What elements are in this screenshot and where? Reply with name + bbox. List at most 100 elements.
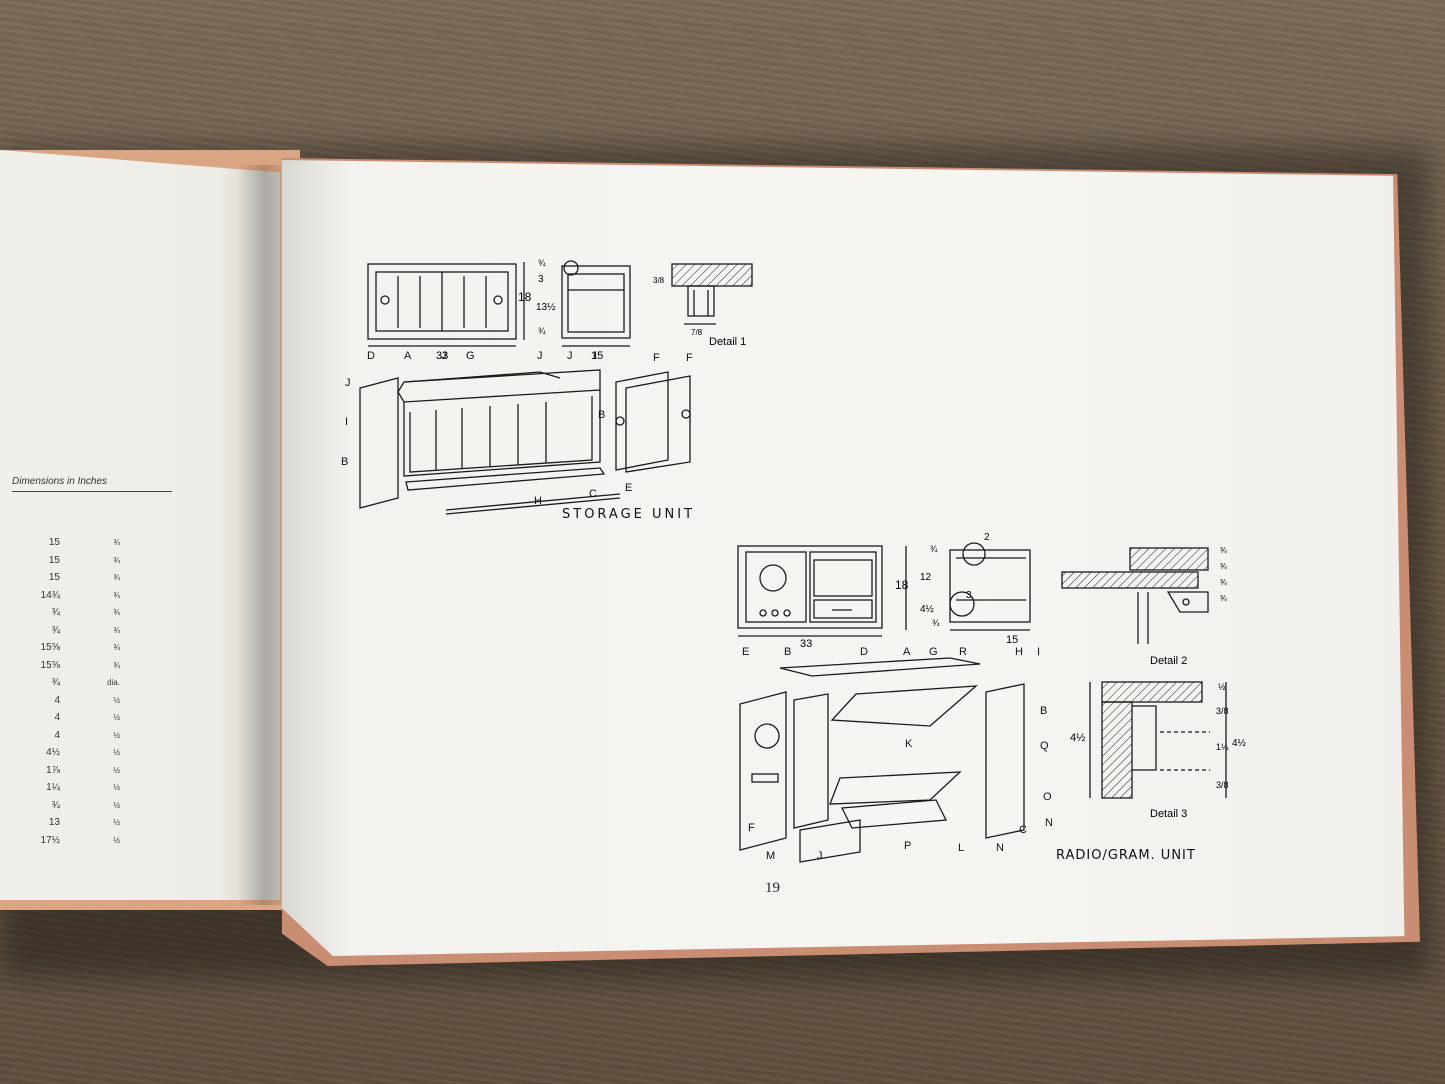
dimension-thickness: ½ xyxy=(113,765,120,775)
detail-3-drawing xyxy=(1101,681,1203,703)
detail-3-label: Detail 3 xyxy=(1150,808,1188,820)
part-letter: G xyxy=(929,646,938,658)
part-letter: E xyxy=(625,482,633,494)
part-letter: I xyxy=(1037,646,1041,658)
part-letter: O xyxy=(1043,791,1052,803)
part-letter: D xyxy=(860,646,868,658)
radio-turntable-shelf xyxy=(830,685,978,727)
radio-side-panel-right xyxy=(985,683,1025,839)
part-letter: R xyxy=(959,646,967,658)
detail-2-dim: ¾ xyxy=(1220,578,1227,587)
dimension-thickness: ¾ xyxy=(113,643,120,652)
dimension-length: 15⅝ xyxy=(40,659,60,671)
dimension-length: 15⅝ xyxy=(40,642,60,653)
part-letter: B xyxy=(341,456,349,468)
dimension-thickness: ¾ xyxy=(113,555,120,565)
dimension-length: 4 xyxy=(54,694,60,706)
part-letter: D xyxy=(367,350,375,362)
dimension-thickness: dia. xyxy=(107,678,120,687)
storage-depth-dim: 15 xyxy=(591,350,604,362)
radio-unit-caption: RADIO/GRAM. UNIT xyxy=(1056,848,1196,863)
storage-door-right xyxy=(625,375,691,473)
dimension-row: 1¼ ½ xyxy=(0,782,120,793)
part-letter: H xyxy=(534,495,542,507)
part-letter: F xyxy=(748,822,755,834)
dimension-length: 17½ xyxy=(40,834,60,846)
dimension-row: ¾ dia. xyxy=(0,677,120,688)
part-letter: I xyxy=(594,350,598,362)
radio-height-dim: 18 xyxy=(895,578,909,592)
radio-width-dim: 33 xyxy=(800,638,813,650)
part-letter: Q xyxy=(1040,740,1049,752)
storage-side-panel-left xyxy=(359,377,399,509)
dimension-length: 15 xyxy=(48,554,60,566)
storage-door-left xyxy=(615,371,669,471)
dimension-length: ¾ xyxy=(51,677,60,688)
dimension-row: 15⅝ ¾ xyxy=(0,660,120,671)
dimension-length: 15 xyxy=(48,537,60,548)
dimension-length: ¾ xyxy=(51,624,60,636)
radio-dim-a: ¾ xyxy=(930,544,938,554)
detail-2-dim: ¾ xyxy=(1220,562,1227,571)
dimension-thickness: ¾ xyxy=(113,608,120,617)
storage-front-elevation xyxy=(367,263,517,340)
detail-3-dim-c: 1¼ xyxy=(1216,742,1229,752)
dimension-length: 15 xyxy=(48,572,60,583)
part-letter: G xyxy=(466,350,475,362)
dimensions-heading: Dimensions in Inches xyxy=(12,476,172,492)
dimension-length: 13 xyxy=(48,817,60,828)
dimension-length: 4 xyxy=(54,729,60,741)
part-letter: J xyxy=(441,350,447,362)
part-letter: B xyxy=(1040,705,1048,717)
dimension-row: 15⅝ ¾ xyxy=(0,642,120,653)
part-letter: H xyxy=(1015,646,1023,658)
part-letter: E xyxy=(742,646,750,658)
detail-1-dim-a: 3/8 xyxy=(653,276,665,285)
radio-front-elevation xyxy=(737,545,883,629)
dimension-length: 14¾ xyxy=(40,589,60,601)
dimension-length: 4 xyxy=(54,712,60,723)
storage-side-elevation xyxy=(561,265,631,339)
dimension-length: ¾ xyxy=(51,799,60,811)
dimension-thickness: ½ xyxy=(113,748,120,757)
detail-1-drawing xyxy=(671,263,753,287)
storage-unit-caption: STORAGE UNIT xyxy=(562,507,696,522)
part-letter: M xyxy=(766,850,776,862)
part-letter: A xyxy=(903,646,911,658)
radio-side-panel-left xyxy=(739,691,787,851)
storage-width-dim: 33 xyxy=(436,350,449,362)
detail-3-total-right: 4½ xyxy=(1232,738,1246,749)
dimension-thickness: ½ xyxy=(113,695,120,705)
dimension-length: 1⅞ xyxy=(46,764,60,776)
part-letter: N xyxy=(1045,817,1053,829)
radio-drawer-front xyxy=(799,819,861,863)
callout-2: 2 xyxy=(984,532,990,543)
storage-dim-c: 13½ xyxy=(536,302,556,313)
dimension-thickness: ½ xyxy=(113,818,120,827)
dimension-thickness: ¾ xyxy=(113,625,120,635)
dimension-thickness: ¾ xyxy=(113,590,120,600)
dimension-thickness: ¾ xyxy=(113,660,120,670)
storage-dim-a: ¾ xyxy=(538,258,546,268)
dimension-length: 1¼ xyxy=(46,782,60,793)
part-letter: L xyxy=(958,842,965,854)
detail-3-total-left: 4½ xyxy=(1070,732,1086,744)
detail-1-dim-b: 7/8 xyxy=(691,328,703,337)
part-letter: B xyxy=(784,646,792,658)
part-letter: B xyxy=(598,409,606,421)
dimension-thickness: ½ xyxy=(113,783,120,792)
dimension-row: 13 ½ xyxy=(0,817,120,828)
radio-side-elevation xyxy=(949,549,1031,623)
part-letter: C xyxy=(589,488,597,500)
dimension-length: 4½ xyxy=(46,747,60,758)
part-letter: F xyxy=(653,352,660,364)
part-letter: J xyxy=(567,350,573,362)
dimension-row: 15 ¾ xyxy=(0,537,120,548)
dimension-thickness: ¾ xyxy=(113,538,120,547)
page-number: 19 xyxy=(765,880,780,896)
callout-3: 3 xyxy=(966,590,972,601)
